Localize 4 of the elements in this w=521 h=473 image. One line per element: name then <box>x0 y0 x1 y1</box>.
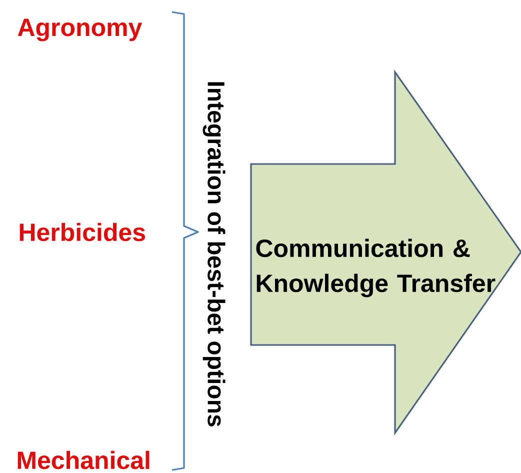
category-label: Herbicides <box>20 222 145 242</box>
category-label: Mechanical <box>18 450 150 470</box>
category-label: Agronomy <box>18 18 142 42</box>
vertical-label: Integration of best-bet options <box>202 82 226 426</box>
